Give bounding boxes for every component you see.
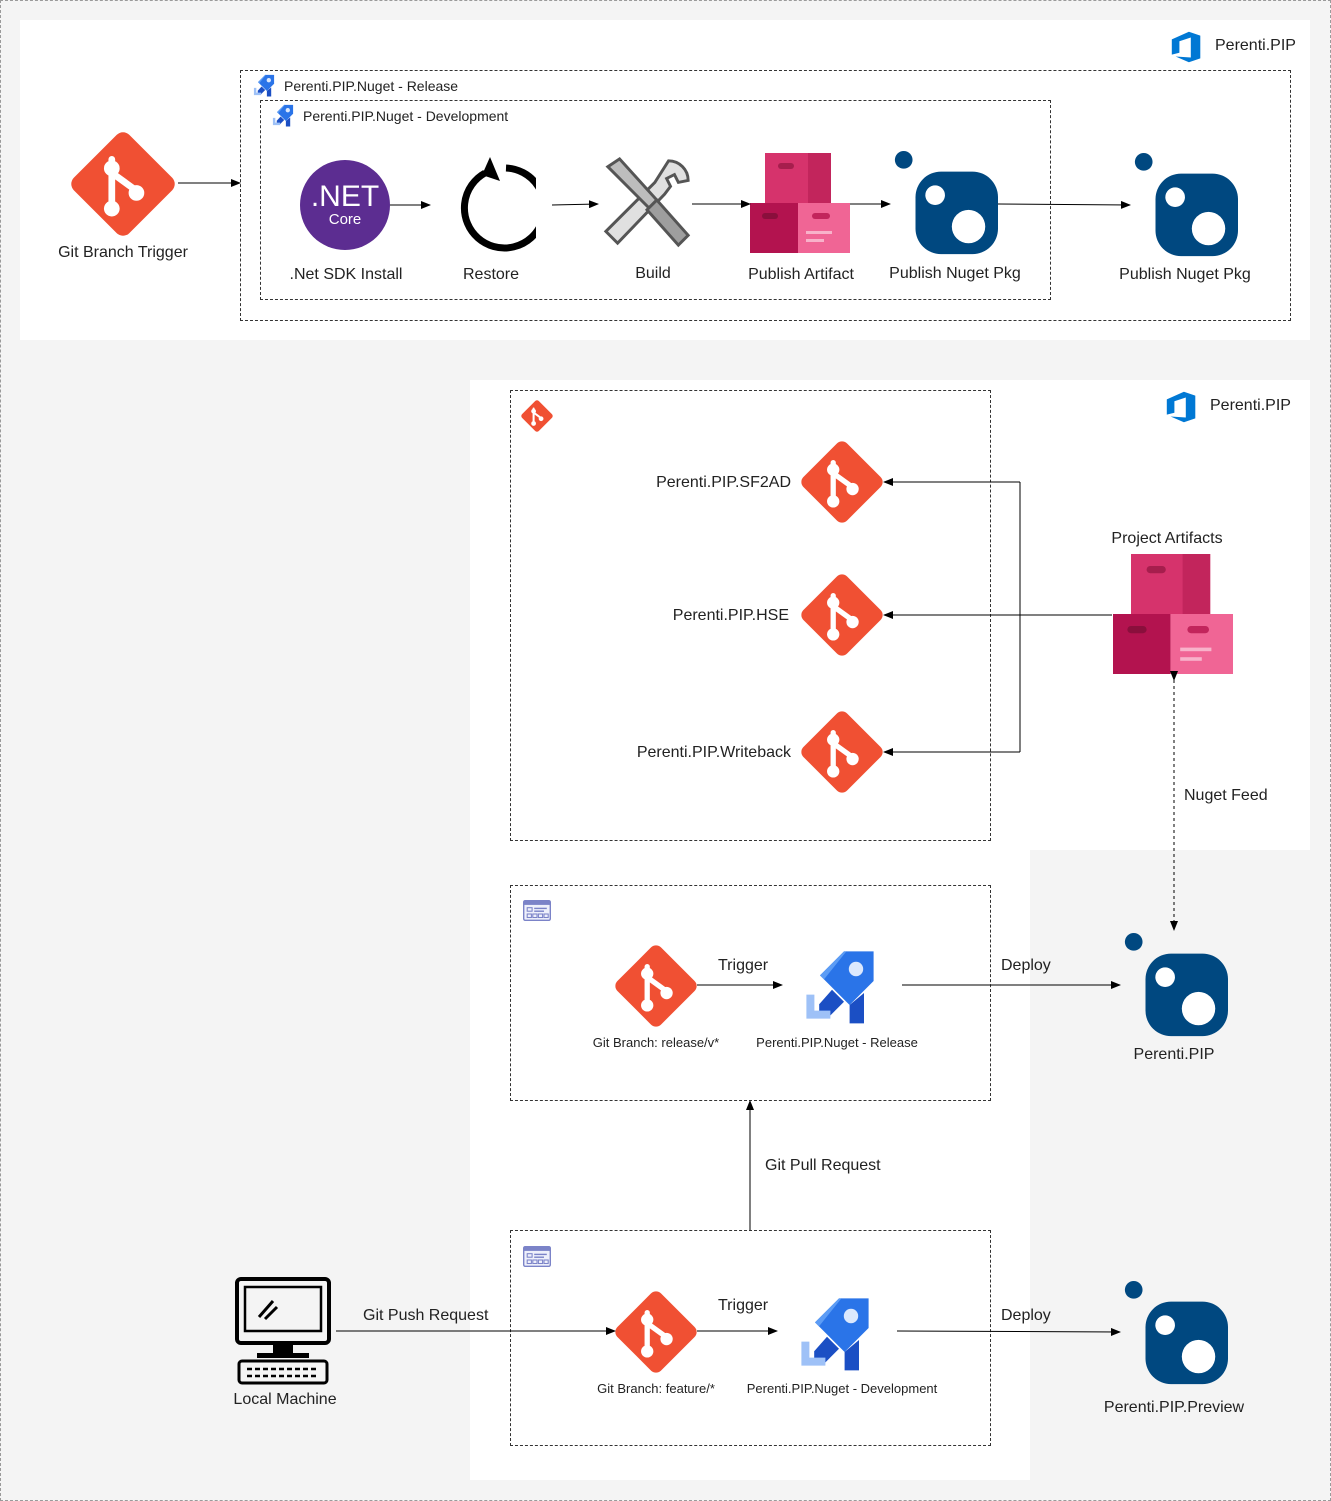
local-machine-label: Local Machine [233, 1391, 337, 1408]
development-pipeline-name: Perenti.PIP.Nuget - Development [746, 1381, 938, 1396]
arrow-development-deploy [896, 1327, 1121, 1336]
release-pipeline-label: Perenti.PIP.Nuget - Release [284, 78, 459, 94]
dotnet-logo-text: .NET [310, 180, 380, 213]
bottom-org-label: Perenti.PIP [1210, 397, 1291, 414]
local-machine-icon [235, 1277, 331, 1385]
development-branch-label: Git Branch: feature/* [597, 1381, 715, 1396]
release-pipeline-name: Perenti.PIP.Nuget - Release [756, 1035, 918, 1050]
nuget-feed-label: Nuget Feed [1184, 787, 1268, 804]
step-label-publish-artifact: Publish Artifact [748, 266, 854, 283]
git-push-request-label: Git Push Request [363, 1307, 489, 1324]
top-org-label: Perenti.PIP [1215, 37, 1296, 54]
release-branch-label: Git Branch: release/v* [592, 1035, 720, 1050]
repo-label-writeback: Perenti.PIP.Writeback [636, 744, 791, 761]
release-trigger-label: Trigger [718, 957, 769, 974]
release-publish-nuget-label: Publish Nuget Pkg [1119, 266, 1251, 283]
development-flow-group [510, 1230, 991, 1446]
development-pipeline-label: Perenti.PIP.Nuget - Development [303, 108, 509, 124]
development-pipeline-group [260, 100, 1051, 300]
release-pipeline-group [240, 70, 1291, 321]
development-deploy-label: Deploy [1001, 1307, 1051, 1324]
git-pull-request-label: Git Pull Request [765, 1157, 881, 1174]
arrow-restore-to-build [551, 200, 599, 209]
arrow-nuget-to-release [997, 200, 1131, 209]
release-target-label: Perenti.PIP [1133, 1046, 1215, 1063]
release-deploy-label: Deploy [1001, 957, 1051, 974]
git-branch-trigger-label: Git Branch Trigger [58, 244, 188, 261]
step-label-sdk-install: .Net SDK Install [289, 266, 403, 283]
project-artifacts-label: Project Artifacts [1111, 530, 1223, 547]
development-target-label: Perenti.PIP.Preview [1103, 1399, 1245, 1416]
repo-label-hse: Perenti.PIP.HSE [672, 607, 789, 624]
step-label-publish-nuget: Publish Nuget Pkg [889, 265, 1021, 282]
dotnet-core-icon: .NET Core [300, 160, 390, 250]
step-label-build: Build [635, 265, 671, 282]
restore-icon [460, 157, 536, 252]
build-tools-icon [603, 156, 691, 248]
development-trigger-label: Trigger [718, 1297, 769, 1314]
step-label-restore: Restore [462, 266, 520, 283]
repo-label-sf2ad: Perenti.PIP.SF2AD [656, 474, 791, 491]
dotnet-logo-subtext: Core [328, 211, 362, 228]
